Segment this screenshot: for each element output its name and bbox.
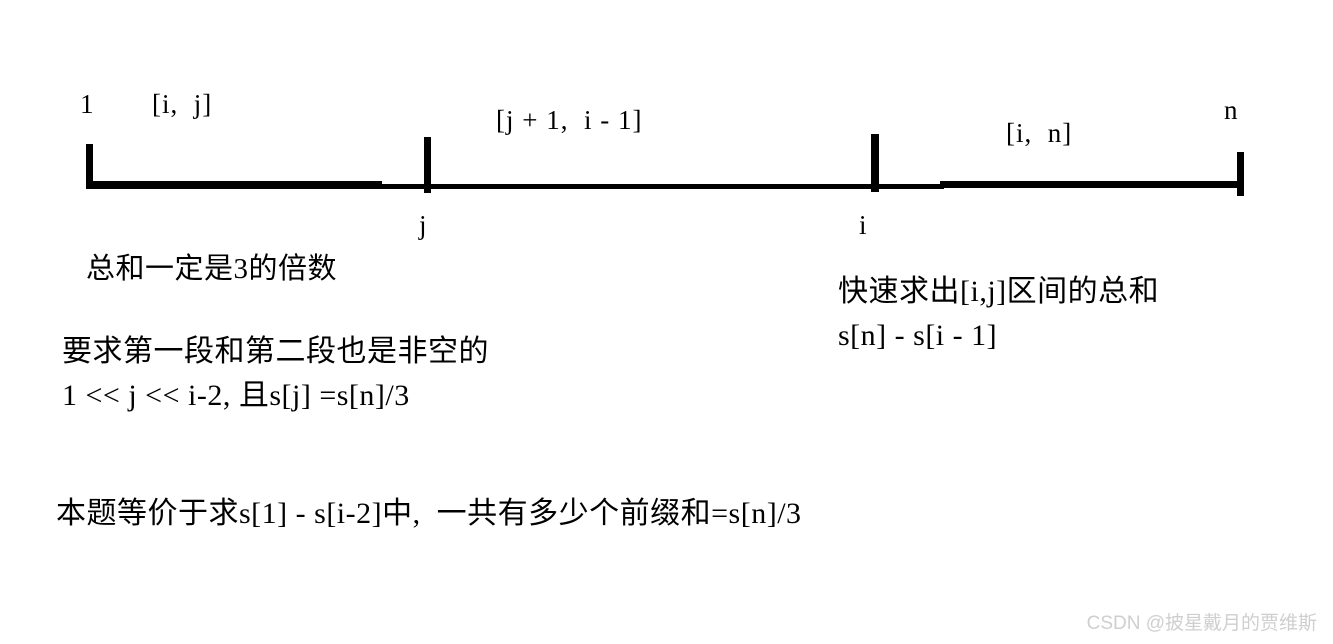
note-conclusion: 本题等价于求s[1] - s[i-2]中, 一共有多少个前缀和=s[n]/3: [56, 497, 802, 530]
axis-label-start: 1: [80, 89, 95, 119]
note-fast-range-sum-line2: s[n] - s[i - 1]: [838, 318, 998, 352]
axis-line-segment-third: [940, 181, 1242, 188]
note-fast-range-sum: 快速求出[i,j]区间的总和 s[n] - s[i - 1]: [838, 270, 1159, 357]
segment-label-third: [i, n]: [1006, 118, 1073, 148]
note-fast-range-sum-line1: 快速求出[i,j]区间的总和: [838, 275, 1160, 308]
note-requirement-line1: 要求第一段和第二段也是非空的: [62, 335, 489, 368]
segment-label-second: [j + 1, i - 1]: [496, 105, 643, 135]
note-total-sum: 总和一定是3的倍数: [86, 253, 338, 285]
axis-line-segment-first: [86, 181, 382, 189]
axis-tick-label-i: i: [859, 210, 868, 240]
axis-line-segment-second: [378, 184, 944, 189]
axis-tick-end: [1237, 152, 1244, 196]
segment-label-first: [i, j]: [152, 89, 213, 119]
note-requirement: 要求第一段和第二段也是非空的 1 << j << i-2, 且s[j] =s[n]…: [62, 330, 489, 417]
axis-tick-j: [424, 137, 431, 193]
axis-label-end: n: [1224, 95, 1239, 125]
axis-tick-start: [86, 144, 93, 189]
note-requirement-line2: 1 << j << i-2, 且s[j] =s[n]/3: [62, 378, 410, 412]
axis-tick-label-j: j: [419, 210, 428, 240]
csdn-watermark: CSDN @披星戴月的贾维斯: [1086, 613, 1317, 634]
axis-tick-i: [871, 134, 879, 192]
